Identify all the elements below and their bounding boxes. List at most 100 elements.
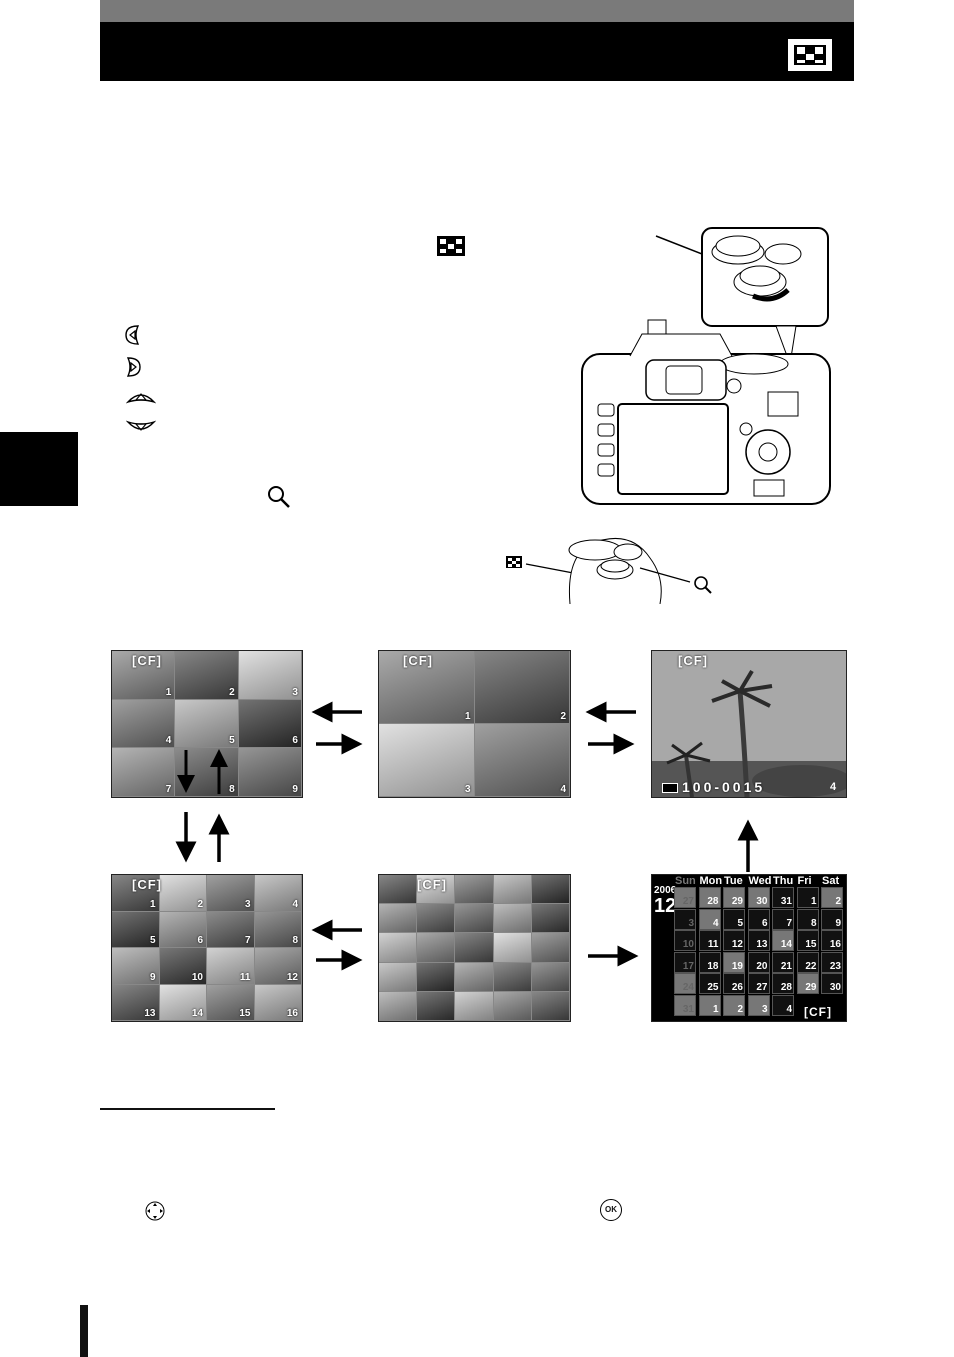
thumbnail-cell[interactable]: 8 xyxy=(254,911,301,947)
calendar-day[interactable]: 29 xyxy=(796,973,819,994)
calendar-day[interactable]: 7 xyxy=(772,908,794,930)
calendar-day[interactable]: 8 xyxy=(796,908,819,930)
thumbnail-cell[interactable]: 2 xyxy=(474,651,569,723)
thumbnail-cell[interactable] xyxy=(455,904,493,933)
thumbnail-cell[interactable] xyxy=(493,933,531,962)
thumbnail-cell[interactable] xyxy=(379,875,417,904)
thumbnail-cell[interactable]: 5 xyxy=(112,911,159,947)
thumbnail-cell[interactable] xyxy=(493,962,531,991)
calendar-day[interactable]: 6 xyxy=(747,908,770,930)
thumbnail-cell[interactable]: 6 xyxy=(238,699,301,748)
calendar-day[interactable]: 2 xyxy=(723,994,745,1016)
thumbnail-cell[interactable] xyxy=(493,991,531,1020)
calendar-day[interactable]: 27 xyxy=(674,887,696,908)
thumbnail-cell[interactable]: 7 xyxy=(112,748,175,796)
thumbnail-number: 13 xyxy=(144,1008,156,1019)
thumbnail-cell[interactable] xyxy=(455,875,493,904)
thumbnail-cell[interactable]: 12 xyxy=(254,948,301,984)
thumbnail-cell[interactable]: 5 xyxy=(175,699,238,748)
thumbnail-cell[interactable]: 3 xyxy=(379,724,474,796)
calendar-day[interactable]: 5 xyxy=(723,908,745,930)
calendar-day[interactable]: 28 xyxy=(772,973,794,994)
calendar-day[interactable]: 26 xyxy=(723,973,745,994)
thumbnail-cell[interactable]: 1 xyxy=(112,875,159,911)
calendar-day[interactable]: 18 xyxy=(698,951,721,973)
calendar-day[interactable]: 17 xyxy=(674,951,696,973)
calendar-day[interactable]: 19 xyxy=(723,951,745,973)
thumbnail-cell[interactable]: 4 xyxy=(112,699,175,748)
thumbnail-cell[interactable] xyxy=(379,991,417,1020)
calendar-day[interactable]: 24 xyxy=(674,973,696,994)
calendar-day[interactable]: 23 xyxy=(821,951,843,973)
calendar-day[interactable]: 30 xyxy=(747,887,770,908)
calendar-day[interactable]: 28 xyxy=(698,887,721,908)
calendar-day[interactable]: 16 xyxy=(821,930,843,951)
thumbnail-cell[interactable]: 2 xyxy=(175,651,238,699)
thumbnail-cell[interactable] xyxy=(531,904,569,933)
thumbnail-cell[interactable] xyxy=(417,875,455,904)
thumbnail-cell[interactable]: 10 xyxy=(159,948,206,984)
thumbnail-cell[interactable]: 4 xyxy=(474,724,569,796)
thumbnail-cell[interactable]: 3 xyxy=(238,651,301,699)
thumbnail-cell[interactable]: 15 xyxy=(207,984,254,1020)
calendar-day[interactable]: 31 xyxy=(772,887,794,908)
calendar-day[interactable]: 25 xyxy=(698,973,721,994)
calendar-day[interactable]: 3 xyxy=(747,994,770,1016)
calendar-day[interactable]: 13 xyxy=(747,930,770,951)
thumbnail-cell[interactable] xyxy=(531,991,569,1020)
thumbnail-cell[interactable] xyxy=(379,933,417,962)
calendar-day[interactable]: 11 xyxy=(698,930,721,951)
thumbnail-cell[interactable]: 7 xyxy=(207,911,254,947)
thumbnail-cell[interactable]: 2 xyxy=(159,875,206,911)
card-label: [CF] xyxy=(403,653,433,668)
calendar-day[interactable]: 15 xyxy=(796,930,819,951)
calendar-day[interactable]: 1 xyxy=(698,994,721,1016)
calendar-day[interactable]: 27 xyxy=(747,973,770,994)
calendar-day[interactable]: 4 xyxy=(698,908,721,930)
calendar-day[interactable]: 29 xyxy=(723,887,745,908)
calendar-day[interactable]: 10 xyxy=(674,930,696,951)
thumbnail-number: 5 xyxy=(149,935,156,946)
calendar-day[interactable]: 3 xyxy=(674,908,696,930)
thumbnail-cell[interactable]: 3 xyxy=(207,875,254,911)
calendar-day[interactable]: 22 xyxy=(796,951,819,973)
calendar-day[interactable]: 30 xyxy=(821,973,843,994)
calendar-day[interactable]: 14 xyxy=(772,930,794,951)
thumbnail-cell[interactable]: 9 xyxy=(112,948,159,984)
thumbnail-number: 12 xyxy=(286,971,298,983)
thumbnail-cell[interactable] xyxy=(455,962,493,991)
thumbnail-cell[interactable]: 1 xyxy=(379,651,474,723)
thumbnail-cell[interactable] xyxy=(531,875,569,904)
thumbnail-cell[interactable] xyxy=(417,991,455,1020)
calendar-day[interactable]: 9 xyxy=(821,908,843,930)
calendar-day[interactable]: 4 xyxy=(772,994,794,1016)
thumbnail-cell[interactable]: 9 xyxy=(238,748,301,796)
thumbnail-cell[interactable] xyxy=(531,933,569,962)
thumbnail-cell[interactable] xyxy=(379,962,417,991)
thumbnail-cell[interactable] xyxy=(417,904,455,933)
arrow-up-button-icon xyxy=(126,393,156,404)
thumbnail-cell[interactable] xyxy=(493,875,531,904)
calendar-day[interactable]: 21 xyxy=(772,951,794,973)
thumbnail-cell[interactable]: 14 xyxy=(159,984,206,1020)
thumbnail-cell[interactable] xyxy=(455,933,493,962)
calendar-day[interactable]: 1 xyxy=(796,887,819,908)
thumbnail-cell[interactable]: 8 xyxy=(175,748,238,796)
thumbnail-cell[interactable]: 13 xyxy=(112,984,159,1020)
thumbnail-cell[interactable] xyxy=(531,962,569,991)
thumbnail-number: 16 xyxy=(286,1008,298,1019)
thumbnail-cell[interactable]: 6 xyxy=(159,911,206,947)
thumbnail-cell[interactable]: 4 xyxy=(254,875,301,911)
thumbnail-cell[interactable] xyxy=(379,904,417,933)
thumbnail-cell[interactable]: 16 xyxy=(254,984,301,1020)
thumbnail-cell[interactable]: 11 xyxy=(207,948,254,984)
thumbnail-cell[interactable] xyxy=(493,904,531,933)
calendar-day[interactable]: 20 xyxy=(747,951,770,973)
thumbnail-cell[interactable] xyxy=(417,933,455,962)
thumbnail-cell[interactable] xyxy=(455,991,493,1020)
calendar-day[interactable]: 2 xyxy=(821,887,843,908)
calendar-day[interactable]: 12 xyxy=(723,930,745,951)
thumbnail-cell[interactable]: 1 xyxy=(112,651,175,699)
calendar-day[interactable]: 31 xyxy=(674,994,696,1016)
thumbnail-cell[interactable] xyxy=(417,962,455,991)
